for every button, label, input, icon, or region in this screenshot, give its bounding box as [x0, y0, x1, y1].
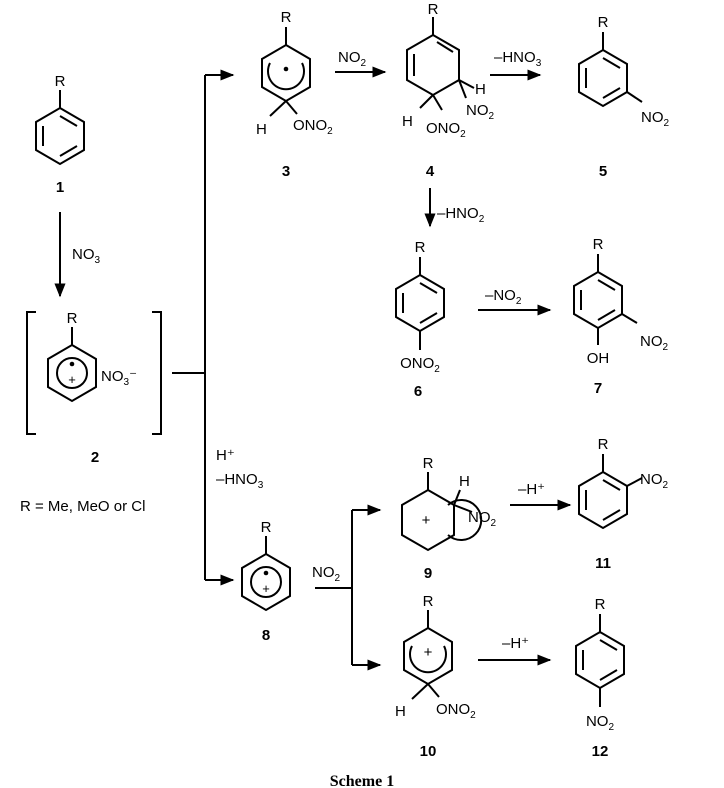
c1-substituent: R: [55, 73, 66, 90]
compound-1-ring: [35, 90, 85, 166]
radical-dot-3: [283, 66, 289, 72]
c10-hydrogen: H: [395, 703, 406, 720]
compound-4-ring: [406, 17, 475, 111]
c10-group: ONO2: [436, 701, 476, 721]
c4-hydrogen-1: H: [475, 81, 486, 98]
c6-number: 6: [414, 383, 422, 400]
c9-group: NO2: [468, 509, 497, 529]
c4-number: 4: [426, 163, 435, 180]
c11-number: 11: [595, 555, 611, 572]
compound-5-ring: [578, 32, 643, 108]
c6-group: ONO2: [400, 355, 440, 375]
c12-substituent: R: [595, 596, 606, 613]
c10-plus: +: [424, 644, 433, 661]
c9-hydrogen: H: [459, 473, 470, 490]
arrow-2-8-top: H⁺: [216, 447, 235, 464]
c7-number: 7: [594, 380, 602, 397]
compound-8-ring: [241, 536, 291, 612]
arrow-4-5-reagent: –HNO3: [494, 49, 542, 69]
c7-group-1: NO2: [640, 333, 669, 353]
arrow-8-reagent: NO2: [312, 564, 341, 584]
c8-plus: +: [262, 581, 270, 596]
compound-12-ring: [575, 614, 625, 707]
compound-10-ring: [403, 610, 453, 700]
arrow-1-2-reagent: NO3: [72, 246, 101, 266]
c4-substituent: R: [428, 1, 439, 18]
c12-group: NO2: [586, 713, 615, 733]
compound-6-ring: [395, 257, 445, 350]
arrow-10-12-reagent: –H⁺: [502, 635, 529, 652]
c9-plus: +: [422, 512, 431, 529]
c2-plus: +: [68, 372, 76, 387]
arrow-6-7-reagent: –NO2: [485, 287, 522, 307]
scheme-caption: Scheme 1: [330, 773, 394, 788]
compound-9-ring: [401, 472, 483, 552]
arrow-4-6-reagent: –HNO2: [437, 205, 485, 225]
compound-2-ring: [47, 327, 97, 403]
c7-group-2: OH: [587, 350, 610, 367]
c8-substituent: R: [261, 519, 272, 536]
c1-number: 1: [56, 179, 64, 196]
r-definition: R = Me, MeO or Cl: [20, 498, 145, 515]
compound-11-ring: [578, 454, 643, 530]
c3-number: 3: [282, 163, 290, 180]
c10-substituent: R: [423, 593, 434, 610]
c11-group: NO2: [640, 471, 669, 491]
c9-substituent: R: [423, 455, 434, 472]
arrow-2-8-bottom: –HNO3: [216, 471, 264, 491]
compound-3-ring: [261, 27, 311, 117]
c3-hydrogen: H: [256, 121, 267, 138]
c7-substituent: R: [593, 236, 604, 253]
compound-2-brackets: [26, 311, 162, 435]
c4-group-2: ONO2: [426, 120, 466, 140]
c4-group-1: NO2: [466, 102, 495, 122]
c9-number: 9: [424, 565, 432, 582]
c3-group: ONO2: [293, 117, 333, 137]
c10-number: 10: [420, 743, 437, 760]
c6-substituent: R: [415, 239, 426, 256]
arrow-9-11-reagent: –H⁺: [518, 481, 545, 498]
c5-group: NO2: [641, 109, 670, 129]
c3-substituent: R: [281, 9, 292, 26]
compound-7-ring: [573, 254, 638, 345]
c11-substituent: R: [598, 436, 609, 453]
c2-number: 2: [91, 449, 99, 466]
c2-counterion: NO3⁻: [101, 368, 137, 388]
c5-number: 5: [599, 163, 607, 180]
radical-dot-8: [263, 570, 269, 576]
c12-number: 12: [592, 743, 609, 760]
c4-hydrogen-2: H: [402, 113, 413, 130]
c8-number: 8: [262, 627, 270, 644]
c5-substituent: R: [598, 14, 609, 31]
radical-dot-2: [69, 361, 75, 367]
arrow-3-4-reagent: NO2: [338, 49, 367, 69]
c2-substituent: R: [67, 310, 78, 327]
